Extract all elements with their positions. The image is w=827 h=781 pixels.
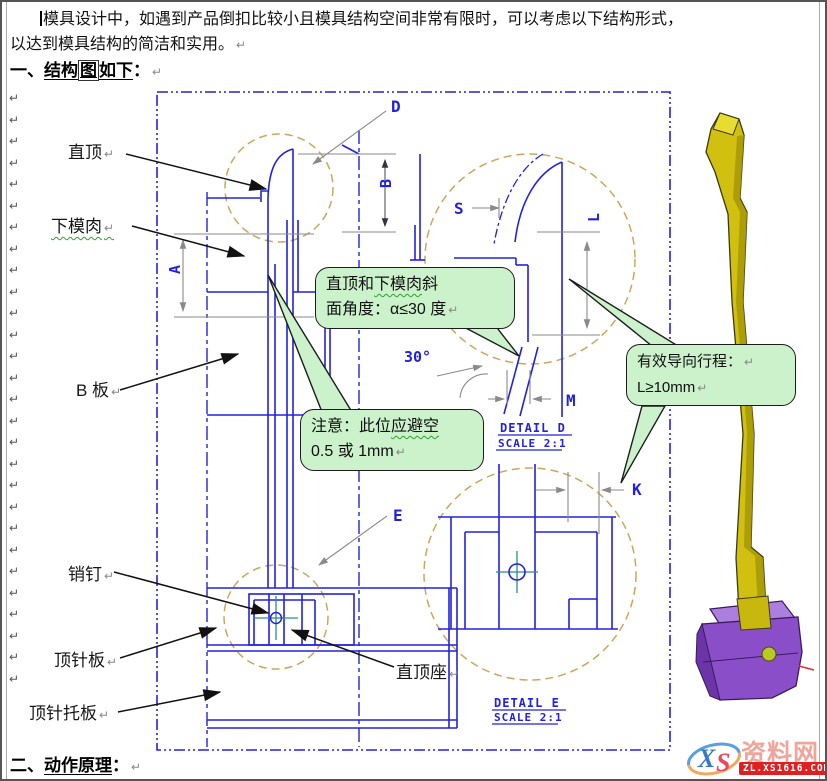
dim-label-e: E bbox=[393, 506, 403, 525]
dim-label-a: A bbox=[166, 265, 184, 274]
label-lifter: 直顶↵ bbox=[68, 143, 115, 162]
lifter-3d-render bbox=[695, 112, 815, 701]
detail-d-dims bbox=[436, 198, 600, 404]
heading2-text: 动作原理 bbox=[44, 756, 112, 775]
watermark-x: X bbox=[697, 744, 716, 773]
dim-label-d: D bbox=[391, 97, 401, 116]
heading1-prefix: 一、 bbox=[10, 61, 44, 80]
axis-tick bbox=[798, 665, 815, 671]
detail-e-geometry bbox=[438, 464, 618, 630]
watermark-url: ZL.XS1616.COM bbox=[739, 762, 825, 775]
label-lower-insert: 下模肉↵ bbox=[51, 217, 115, 236]
heading-structure: 一、结构图如下：↵ bbox=[10, 56, 162, 81]
label-lifter-seat: 直顶座↵ bbox=[396, 663, 460, 682]
heading1-boxed-char: 图 bbox=[78, 60, 99, 81]
detail-e-crosshair bbox=[496, 551, 538, 593]
detail-e-dims bbox=[536, 472, 624, 534]
label-ejector-retainer-plate: 顶针托板↵ bbox=[29, 704, 110, 723]
detail-circles bbox=[223, 133, 637, 681]
pin-crosshair bbox=[254, 596, 298, 640]
callout-note: 注意：此位应避空 0.5 或 1mm↵ bbox=[300, 409, 484, 471]
dim-label-b: B bbox=[377, 179, 395, 188]
centerlines bbox=[206, 130, 360, 747]
detail-e-title: DETAIL E bbox=[494, 696, 560, 710]
heading1-seg2: 如下 bbox=[99, 61, 133, 80]
label-arrows bbox=[113, 153, 395, 713]
dim-label-s: S bbox=[454, 199, 464, 218]
right-inner-border bbox=[819, 2, 820, 779]
dim-label-30deg: 30° bbox=[404, 348, 431, 366]
detail-circle-d bbox=[424, 153, 636, 365]
dim-label-k: K bbox=[632, 480, 642, 499]
drawing-frame bbox=[156, 91, 671, 751]
detail-d-title: DETAIL D bbox=[500, 421, 566, 435]
margin-marks: ↵↵↵↵↵↵↵↵↵↵↵↵↵↵↵↵↵↵↵↵↵↵↵↵↵↵↵↵ bbox=[9, 91, 20, 686]
watermark-logo-icon: X S bbox=[687, 742, 741, 777]
intro-line2: 以达到模具结构的简洁和实用。 bbox=[10, 36, 235, 53]
heading2-prefix: 二、 bbox=[10, 756, 44, 775]
detail-circle-e bbox=[423, 467, 637, 681]
intro-line1: 模具设计中，如遇到产品倒扣比较小且模具结构空间非常有限时，可以考虑以下结构形式， bbox=[43, 11, 684, 28]
watermark-s: S bbox=[716, 748, 730, 777]
label-b-plate: B 板↵ bbox=[76, 381, 122, 400]
detail-circle-top bbox=[224, 133, 334, 243]
callout-guide: 有效导向行程：↵ L≥10mm↵ bbox=[626, 344, 796, 406]
heading1-seg1: 结构 bbox=[44, 61, 78, 80]
detail-e-scale: SCALE 2:1 bbox=[494, 711, 563, 724]
heading-action-principle: 二、动作原理：↵ bbox=[10, 751, 141, 776]
callout-note-text: 注意：此位 bbox=[311, 418, 392, 435]
heading1-colon: ： bbox=[133, 61, 150, 80]
callout-angle-text: 直顶和 bbox=[326, 276, 375, 293]
detail-d-scale: SCALE 2:1 bbox=[498, 437, 567, 450]
blade-base-joint bbox=[736, 595, 772, 631]
dim-label-l: L bbox=[585, 213, 603, 222]
heading2-colon: ： bbox=[112, 756, 129, 775]
callout-guide-text: 有效导向行程： bbox=[637, 353, 743, 370]
return-mark: ↵ bbox=[236, 38, 247, 52]
watermark: X S 资料网 ZL.XS1616.COM bbox=[686, 733, 825, 779]
left-inner-border bbox=[6, 2, 7, 779]
return-mark: ↵ bbox=[131, 760, 142, 774]
callout-angle: 直顶和下模肉斜 面角度：α≤30 度↵ bbox=[315, 267, 515, 329]
label-ejector-plate: 顶针板↵ bbox=[54, 651, 118, 670]
return-mark: ↵ bbox=[152, 65, 163, 79]
dim-label-m: M bbox=[566, 391, 576, 410]
text-cursor bbox=[40, 11, 42, 26]
label-pin: 销钉↵ bbox=[68, 565, 115, 584]
intro-paragraph: 模具设计中，如遇到产品倒扣比较小且模具结构空间非常有限时，可以考虑以下结构形式，… bbox=[10, 7, 815, 58]
detail-circle-bottom bbox=[223, 564, 329, 670]
seat-hole bbox=[761, 646, 777, 662]
